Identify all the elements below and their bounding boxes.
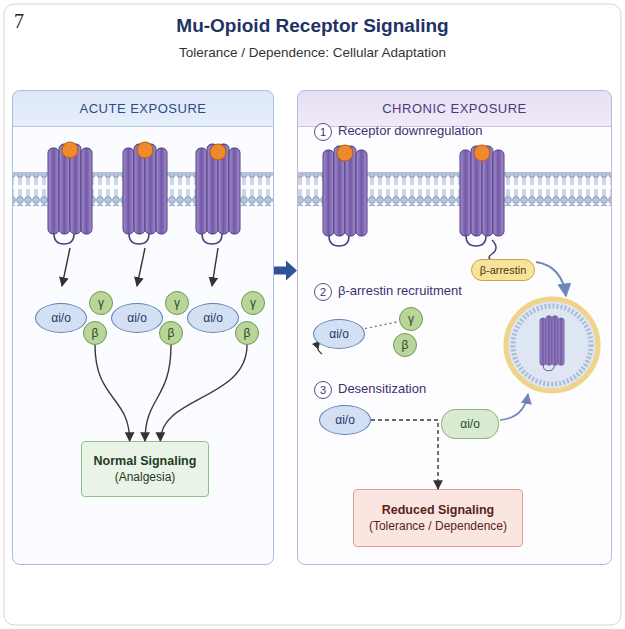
step-number: 2 bbox=[314, 283, 332, 301]
opioid-ligand bbox=[474, 145, 490, 161]
node-text: αi/o bbox=[51, 311, 71, 325]
node-text: β bbox=[168, 326, 175, 340]
outcome-box: Normal Signaling (Analgesia) bbox=[81, 441, 209, 497]
arrestin-blob: β-arrestin bbox=[471, 259, 535, 281]
node-text: Reduced Signaling bbox=[382, 503, 495, 517]
step-label: Desensitization bbox=[338, 381, 426, 396]
node-text: γ bbox=[250, 296, 256, 310]
mu-opioid-receptor bbox=[540, 316, 564, 371]
g-beta-subunit: β bbox=[393, 333, 417, 357]
node-text: γ bbox=[98, 296, 104, 310]
transition-arrow bbox=[274, 261, 297, 281]
mu-opioid-receptor bbox=[460, 146, 504, 246]
g-beta-subunit: β bbox=[159, 321, 183, 345]
step-number: 1 bbox=[314, 123, 332, 141]
node-subtext: (Analgesia) bbox=[115, 470, 176, 484]
g-alpha-subunit: αi/o bbox=[313, 319, 365, 349]
step-number: 3 bbox=[314, 381, 332, 399]
figure-number: 7 bbox=[14, 10, 24, 33]
node-text: CHRONIC EXPOSURE bbox=[298, 91, 611, 126]
g-beta-subunit: β bbox=[83, 321, 107, 345]
step-label: β-arrestin recruitment bbox=[338, 283, 462, 298]
opioid-ligand bbox=[337, 145, 353, 161]
endosome-vesicle bbox=[506, 299, 598, 391]
g-gamma-subunit: γ bbox=[89, 291, 113, 315]
node-text: β bbox=[402, 338, 409, 352]
mu-opioid-receptor bbox=[123, 144, 167, 244]
subtitle: Tolerance / Dependence: Cellular Adaptat… bbox=[0, 45, 625, 60]
page-frame bbox=[4, 4, 621, 625]
node-text: αi/o bbox=[460, 417, 480, 431]
g-gamma-subunit: γ bbox=[399, 307, 423, 331]
node-text: γ bbox=[174, 296, 180, 310]
node-text: β-arrestin bbox=[480, 264, 527, 276]
internalized-receptor bbox=[540, 316, 564, 371]
vesicle-membrane bbox=[513, 306, 591, 384]
node-text: β bbox=[92, 326, 99, 340]
g-alpha-subunit: αi/o bbox=[187, 303, 239, 333]
outcome-box: Reduced Signaling (Tolerance / Dependence… bbox=[353, 489, 523, 547]
mu-opioid-receptor bbox=[196, 144, 240, 244]
node-text: αi/o bbox=[335, 413, 355, 427]
opioid-ligand bbox=[210, 144, 226, 160]
opioid-ligand bbox=[62, 142, 78, 158]
node-subtext: (Tolerance / Dependence) bbox=[369, 519, 507, 533]
g-alpha-subunit: αi/o bbox=[441, 409, 499, 439]
g-beta-subunit: β bbox=[235, 321, 259, 345]
g-gamma-subunit: γ bbox=[165, 291, 189, 315]
g-gamma-subunit: γ bbox=[241, 291, 265, 315]
node-text: Normal Signaling bbox=[94, 454, 197, 468]
node-text: αi/o bbox=[329, 327, 349, 341]
g-alpha-subunit: αi/o bbox=[319, 405, 371, 435]
mu-opioid-receptor bbox=[48, 144, 92, 244]
step-label: Receptor downregulation bbox=[338, 123, 483, 138]
diagram-title: Mu-Opioid Receptor Signaling bbox=[0, 15, 625, 37]
opioid-ligand bbox=[137, 142, 153, 158]
node-text: ACUTE EXPOSURE bbox=[13, 91, 273, 126]
node-text: β bbox=[244, 326, 251, 340]
node-text: αi/o bbox=[127, 311, 147, 325]
mu-opioid-receptor bbox=[323, 146, 367, 246]
node-text: αi/o bbox=[203, 311, 223, 325]
g-alpha-subunit: αi/o bbox=[111, 303, 163, 333]
node-text: γ bbox=[408, 312, 414, 326]
g-alpha-subunit: αi/o bbox=[35, 303, 87, 333]
